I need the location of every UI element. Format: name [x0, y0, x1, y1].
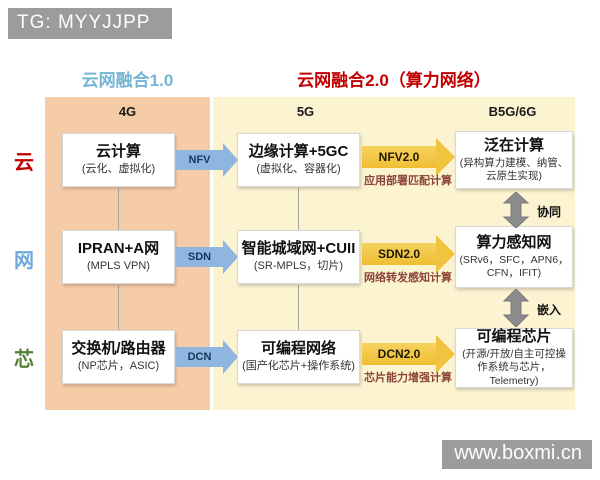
- box-ipran-a-net: IPRAN+A网 (MPLS VPN): [62, 230, 175, 284]
- top-watermark-badge: TG: MYYJJPP: [8, 8, 173, 39]
- arrow-sdn2-note: 网络转发感知计算: [364, 272, 452, 284]
- box-title: 边缘计算+5GC: [248, 143, 349, 161]
- arrow-sdn-head-icon: [223, 240, 238, 274]
- arrow-dcn: DCN: [176, 347, 223, 367]
- connector-line: [298, 188, 299, 230]
- column-header-4g: 4G: [118, 104, 137, 119]
- column-header-5g: 5G: [296, 104, 315, 119]
- box-ubiquitous-computing: 泛在计算 (异构算力建模、纳管、云原生实现): [455, 131, 573, 189]
- arrow-sdn: SDN: [176, 247, 223, 267]
- arrow-nfv2-head-icon: [436, 138, 455, 176]
- box-subtitle: (虚拟化、容器化): [256, 163, 341, 176]
- box-programmable-network: 可编程网络 (国产化芯片+操作系统): [237, 330, 360, 384]
- box-subtitle: (开源/开放/自主可控操作系统与芯片，Telemetry): [462, 348, 566, 387]
- box-subtitle: (NP芯片，ASIC): [77, 360, 160, 373]
- box-subtitle: (国产化芯片+操作系统): [242, 360, 355, 373]
- arrow-nfv2-note: 应用部署匹配计算: [364, 175, 452, 187]
- double-vertical-arrow-icon: [500, 191, 532, 233]
- column-header-b5g6g: B5G/6G: [488, 104, 537, 119]
- box-title: 可编程芯片: [476, 328, 552, 346]
- box-computing-aware-network: 算力感知网 (SRv6，SFC，APN6，CFN，IFIT): [455, 226, 573, 288]
- box-title: IPRAN+A网: [77, 240, 160, 258]
- title-cloud-network-1: 云网融合1.0: [81, 71, 174, 90]
- box-switch-router: 交换机/路由器 (NP芯片，ASIC): [62, 330, 175, 384]
- bottom-watermark-badge: www.boxmi.cn: [442, 440, 592, 469]
- box-subtitle: (SR-MPLS，切片): [253, 260, 344, 273]
- box-edge-computing-5gc: 边缘计算+5GC (虚拟化、容器化): [237, 133, 360, 187]
- double-vertical-arrow-icon: [500, 288, 532, 332]
- connector-line: [118, 285, 119, 330]
- box-cloud-computing: 云计算 (云化、虚拟化): [62, 133, 175, 187]
- arrow-sdn2-head-icon: [436, 235, 455, 273]
- link-label-collaboration: 协同: [537, 205, 562, 219]
- box-subtitle: (SRv6，SFC，APN6，CFN，IFIT): [459, 253, 569, 279]
- row-label-network: 网: [14, 250, 34, 272]
- arrow-nfv-head-icon: [223, 143, 238, 177]
- arrow-nfv: NFV: [176, 150, 223, 170]
- box-title: 算力感知网: [476, 233, 552, 251]
- row-label-chip: 芯: [14, 349, 34, 371]
- arrow-dcn2: DCN2.0: [362, 343, 436, 365]
- arrow-dcn2-head-icon: [436, 335, 455, 373]
- arrow-dcn2-note: 芯片能力增强计算: [364, 372, 452, 384]
- connector-line: [118, 188, 119, 230]
- box-title: 云计算: [95, 143, 141, 161]
- row-label-cloud: 云: [14, 152, 34, 174]
- arrow-dcn-head-icon: [223, 340, 238, 374]
- box-title: 可编程网络: [260, 340, 336, 358]
- title-cloud-network-2: 云网融合2.0（算力网络）: [297, 71, 491, 90]
- box-subtitle: (云化、虚拟化): [81, 163, 156, 176]
- box-subtitle: (MPLS VPN): [87, 260, 150, 273]
- link-label-embed: 嵌入: [537, 303, 562, 317]
- arrow-sdn2: SDN2.0: [362, 243, 436, 265]
- box-title: 智能城域网+CUII: [241, 240, 356, 258]
- box-subtitle: (异构算力建模、纳管、云原生实现): [459, 156, 569, 182]
- box-title: 泛在计算: [483, 136, 544, 154]
- box-title: 交换机/路由器: [71, 340, 166, 358]
- arrow-nfv2: NFV2.0: [362, 146, 436, 168]
- box-smart-metro-cuii: 智能城域网+CUII (SR-MPLS，切片): [237, 230, 360, 284]
- connector-line: [298, 285, 299, 330]
- box-programmable-chip: 可编程芯片 (开源/开放/自主可控操作系统与芯片，Telemetry): [455, 328, 573, 388]
